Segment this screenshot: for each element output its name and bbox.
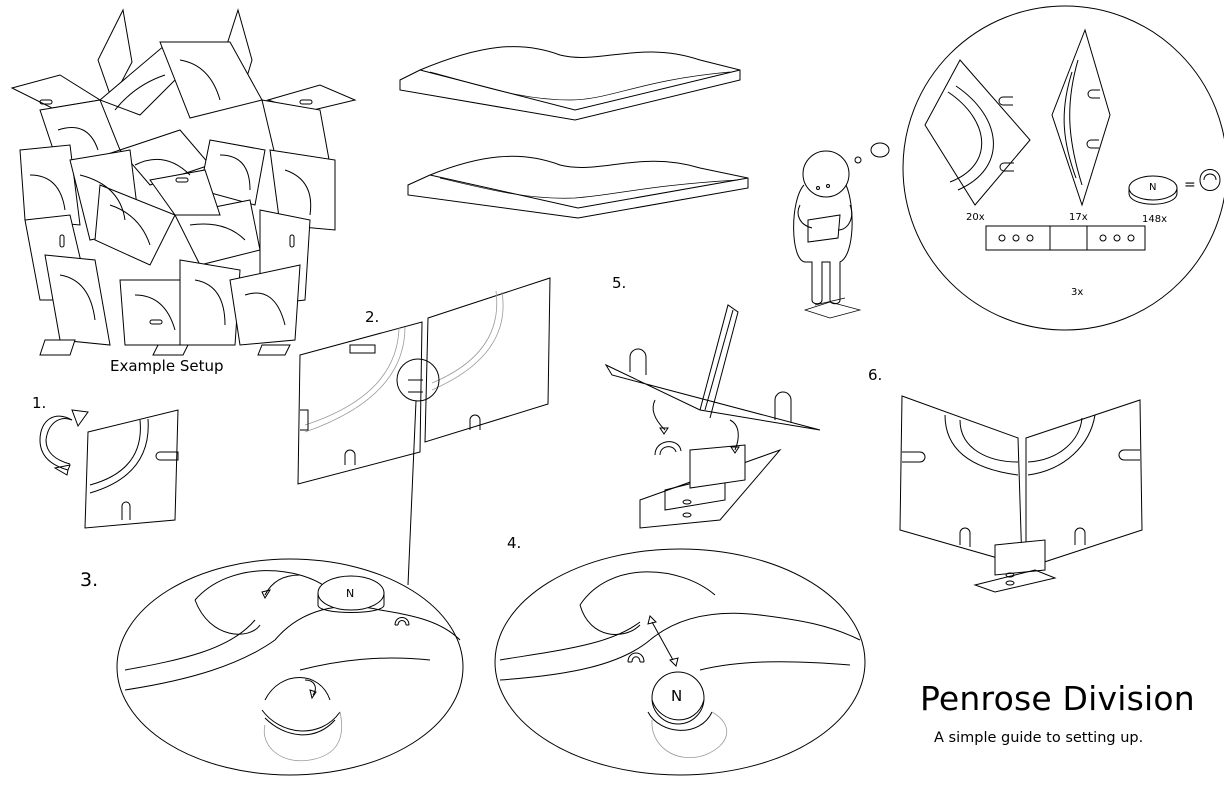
example-setup-caption: Example Setup (110, 357, 224, 375)
guide-title: Penrose Division (920, 679, 1195, 718)
strip-count: 3x (1071, 287, 1084, 298)
step-6-label: 6. (868, 366, 883, 384)
magnet-letter-step4: N (671, 687, 683, 705)
thin-rhombus-count-label: 17x (1069, 212, 1088, 223)
wide-rhombus-count: 20x (966, 212, 985, 223)
guide-subtitle: A simple guide to setting up. (934, 730, 1144, 746)
step-3-label: 3. (80, 569, 99, 591)
step-2-label: 2. (365, 308, 380, 326)
wavy-trays (399, 46, 749, 219)
parts-bubble (902, 5, 1224, 331)
magnet-letter-step3: N (346, 587, 355, 600)
magnet-disc-letter: N (1149, 182, 1157, 193)
step-4-label: 4. (507, 534, 522, 552)
step5-hinge-detail (604, 304, 821, 529)
example-setup-assembly (10, 8, 357, 356)
step1-flip-panel (39, 409, 179, 529)
step6-assembled-panels (899, 395, 1143, 593)
magnet-count: 148x (1142, 214, 1168, 225)
step4-detail-ellipse (494, 548, 866, 776)
thinking-figure (793, 142, 890, 319)
step-5-label: 5. (612, 274, 627, 292)
step-1-label: 1. (32, 394, 47, 412)
equals-sign: = (1184, 177, 1196, 193)
step3-detail-ellipse (116, 558, 464, 776)
step2-two-panels (297, 277, 551, 586)
